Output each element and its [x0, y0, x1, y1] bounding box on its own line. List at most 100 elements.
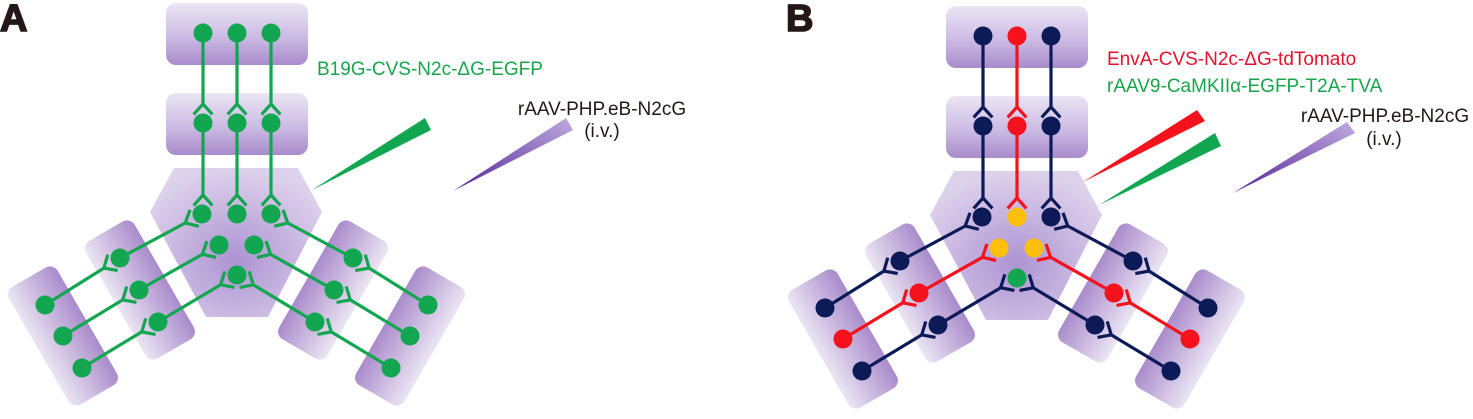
systemic-injection-pipette [1233, 122, 1355, 193]
neuron-soma-green [110, 248, 130, 268]
axon [368, 266, 429, 307]
axon [861, 333, 923, 373]
neuron-soma-green [261, 113, 281, 133]
axon [842, 301, 904, 341]
axon [330, 330, 392, 370]
neuron-soma-green [227, 23, 247, 43]
panel-a-neural-circuit [35, 23, 438, 378]
axon [1129, 301, 1191, 341]
panel-b: B EnvA-CVS-N2c-ΔG-tdTomato rAAV9-CaMKIIα… [785, 0, 1469, 409]
panel-a-injection-pipettes [312, 118, 573, 191]
axon-terminal [998, 273, 1015, 293]
axon [1110, 333, 1172, 373]
panel-a-label: A [0, 0, 27, 40]
axon [918, 255, 984, 295]
axon-terminal [139, 317, 156, 337]
panel-b-neural-circuit [815, 26, 1218, 381]
axon [1049, 255, 1115, 295]
axon-terminal [260, 101, 282, 116]
axon-terminal [120, 285, 137, 305]
axon-terminal [336, 285, 353, 305]
axon-terminal [317, 317, 334, 337]
neuron-soma-green [35, 295, 55, 315]
panel-b-label: B [786, 0, 813, 40]
axon [252, 283, 316, 324]
axon-terminal [239, 270, 256, 290]
axon [44, 266, 105, 307]
axon [62, 298, 124, 338]
neuron-soma-navy [928, 315, 948, 335]
axon [899, 224, 967, 263]
axon [157, 283, 222, 324]
axon-terminal [972, 104, 994, 119]
neuron-soma-navy [973, 26, 993, 46]
neuron-soma-green [261, 204, 281, 224]
axon-terminal [1040, 104, 1062, 119]
axon-terminal [226, 192, 248, 207]
axon [349, 298, 411, 338]
neuron-soma-green [381, 358, 401, 378]
axon-terminal [1135, 257, 1152, 276]
neuron-soma-green [192, 204, 212, 224]
neuron-soma-navy [1085, 315, 1105, 335]
axon-terminal [101, 254, 118, 273]
neuron-soma-red [833, 329, 853, 349]
neuron-soma-navy [815, 298, 835, 318]
neuron-soma-yellow [1007, 207, 1027, 227]
axon-terminal [355, 254, 372, 273]
axon-terminal [260, 192, 282, 207]
neuron-soma-navy [972, 207, 992, 227]
axon-terminal [1040, 195, 1062, 210]
axon-terminal [881, 257, 898, 276]
neuron-soma-green [193, 113, 213, 133]
axon-terminal [192, 101, 214, 116]
neuron-soma-green [193, 23, 213, 43]
neuron-soma-red [1007, 26, 1027, 46]
neuron-soma-green [324, 280, 344, 300]
neuron-soma-yellow [1024, 238, 1044, 258]
panel-b-systemic-route: (i.v.) [1366, 129, 1402, 150]
neuron-soma-green [227, 113, 247, 133]
neuron-soma-green [148, 312, 168, 332]
neuron-soma-navy [973, 116, 993, 136]
axon-terminal [1006, 195, 1028, 210]
axon-terminal [256, 240, 273, 259]
panel-b-injection-pipettes [1083, 110, 1355, 205]
axon-terminal [980, 243, 997, 262]
axon-terminal [1116, 288, 1133, 308]
neuron-soma-green [209, 235, 229, 255]
neuron-soma-green [129, 280, 149, 300]
axon-terminal [200, 240, 217, 259]
neuron-soma-navy [1041, 26, 1061, 46]
neuron-soma-green [53, 326, 73, 346]
axon-terminal [183, 209, 200, 228]
panel-a-injection-label: B19G-CVS-N2c-ΔG-EGFP [317, 59, 543, 80]
neuron-soma-green [227, 204, 247, 224]
axon-terminal [1097, 320, 1114, 340]
neuron-soma-green [244, 235, 264, 255]
neuron-soma-navy [852, 361, 872, 381]
neuron-soma-green [72, 358, 92, 378]
axon-terminal [218, 270, 235, 290]
axon [824, 269, 885, 310]
neuron-soma-navy [1161, 361, 1181, 381]
panel-a: A B19G-CVS-N2c-ΔG-EGFP rAAV-PHP.eB-N2cG … [0, 0, 686, 406]
axon [286, 221, 354, 260]
neuron-soma-red [1007, 116, 1027, 136]
injection-pipette [312, 118, 431, 190]
axon [1066, 224, 1134, 263]
neuron-soma-green [261, 23, 281, 43]
axon [138, 252, 204, 292]
neuron-soma-navy [1041, 116, 1061, 136]
panel-b-injection-label-rabies: EnvA-CVS-N2c-ΔG-tdTomato [1107, 49, 1356, 70]
neuron-soma-navy [1041, 207, 1061, 227]
injection-pipette [1099, 133, 1221, 205]
neuron-soma-green [400, 326, 420, 346]
neuron-soma-red [909, 283, 929, 303]
axon-terminal [1019, 273, 1036, 293]
axon-terminal [1053, 212, 1070, 231]
axon-terminal [1036, 243, 1053, 262]
axon [1148, 269, 1209, 310]
axon-terminal [226, 101, 248, 116]
